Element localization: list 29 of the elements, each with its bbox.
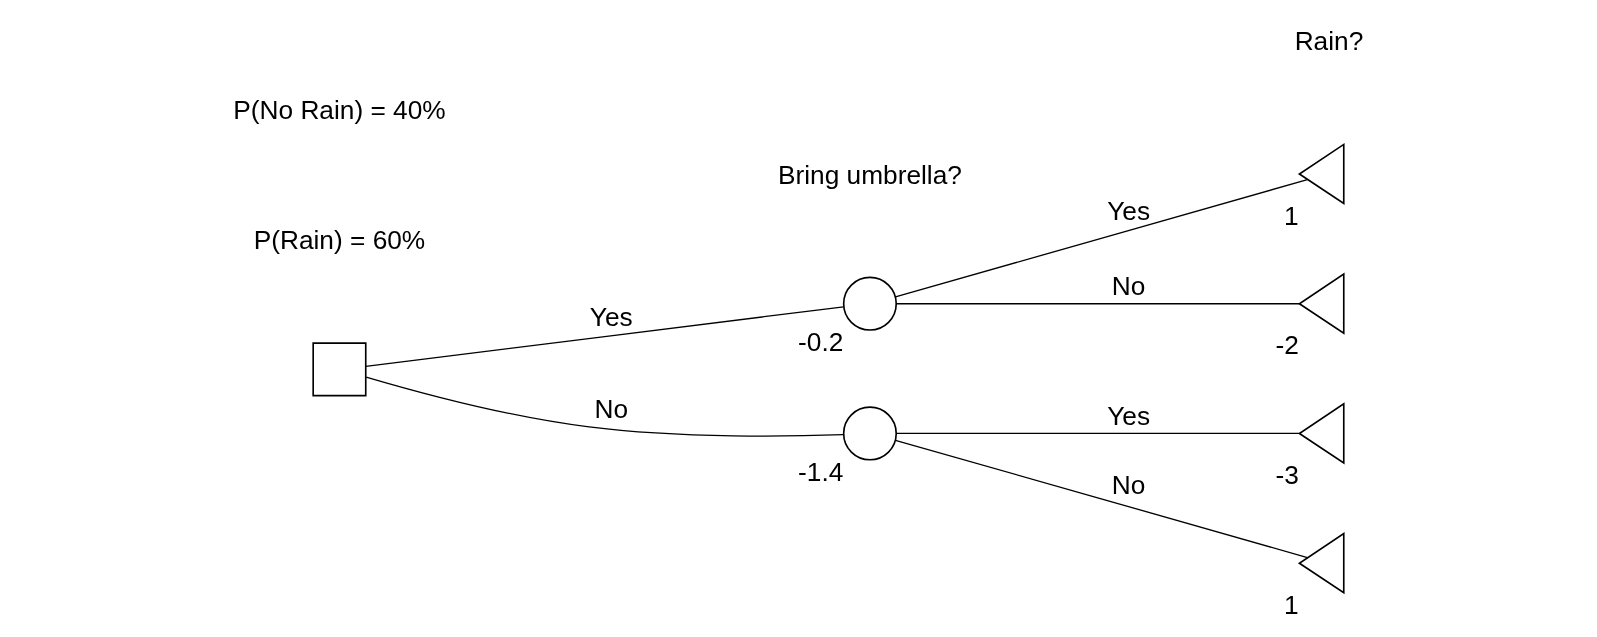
node-label: 1: [1283, 200, 1299, 231]
node-circle: [842, 276, 898, 331]
connector: [896, 303, 1301, 305]
edge-label: No: [1111, 469, 1146, 500]
label: Rain?: [1294, 26, 1364, 57]
node-triangle: [1297, 272, 1345, 335]
connector: [894, 179, 1309, 298]
node-label: -3: [1275, 460, 1299, 491]
node-box: [312, 342, 367, 397]
edge-label: No: [1111, 271, 1146, 302]
node-triangle: [1297, 142, 1345, 206]
edge-label: No: [594, 394, 629, 425]
connector: [365, 376, 845, 437]
node-label: -2: [1275, 330, 1299, 361]
edge-label: Yes: [1107, 195, 1151, 226]
edge-label: Yes: [1107, 400, 1151, 431]
connector: [365, 306, 845, 367]
node-label: 1: [1283, 589, 1299, 620]
node-triangle: [1297, 532, 1345, 595]
node-label: -1.4: [798, 456, 844, 487]
label: Bring umbrella?: [777, 159, 962, 190]
connector: [896, 432, 1301, 435]
node-circle: [842, 406, 898, 461]
label: P(No Rain) = 40%: [233, 95, 446, 126]
edge-label: Yes: [589, 302, 633, 333]
node-label: -0.2: [798, 327, 844, 358]
connector: [894, 439, 1309, 559]
node-triangle: [1297, 402, 1345, 465]
label: P(Rain) = 60%: [253, 225, 426, 256]
